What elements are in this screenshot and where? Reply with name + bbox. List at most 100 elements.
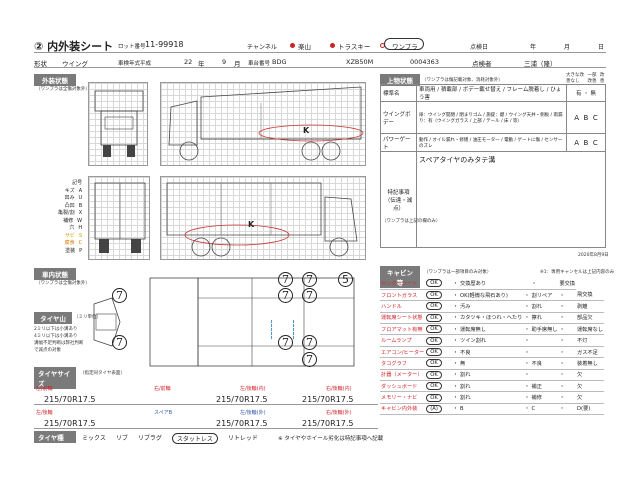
truck-front-view-grid[interactable]: [88, 82, 148, 166]
cabin-option[interactable]: 交換歴あり: [459, 278, 524, 290]
channel-radio-rakuyama[interactable]: [290, 43, 295, 48]
truck-left-side-view-grid[interactable]: [160, 82, 366, 166]
date-stamp: 2020年8月9日: [578, 253, 609, 258]
cabin-option[interactable]: ガス不足: [576, 346, 604, 359]
cabin-item-name: メモリー・ナビ: [380, 391, 426, 404]
row-marks[interactable]: A B C: [566, 101, 606, 134]
tire-type-section-header: タイヤ種: [34, 431, 76, 443]
tire-size-field[interactable]: 215/70R17.5: [292, 416, 378, 429]
cabin-ok-cell[interactable]: OK: [425, 278, 452, 290]
row-marks[interactable]: A B C: [566, 133, 606, 152]
channel-label: チャンネル: [247, 44, 277, 51]
cabin-option[interactable]: 運転席なし: [576, 323, 604, 336]
cabin-option[interactable]: 欠: [576, 391, 604, 404]
cabin-option[interactable]: 補修: [530, 391, 559, 404]
cabin-option[interactable]: 運転席無し: [459, 323, 524, 336]
tire-size-field[interactable]: 215/70R17.5: [206, 392, 292, 405]
row-special-notes: 特記事項（伝達・減点） スペアタイヤのみタテ溝: [380, 151, 606, 248]
model-value: XZB50M: [346, 58, 374, 66]
cabin-option[interactable]: 不良: [459, 346, 524, 359]
cabin-option: ・: [523, 300, 531, 313]
blue-annotation-right: ━━━━━: [290, 320, 296, 341]
tire-type-option[interactable]: リブラグ: [137, 435, 162, 442]
cabin-option[interactable]: 欠: [576, 380, 604, 393]
cabin-option[interactable]: 割れ: [459, 391, 524, 404]
cabin-ok-cell[interactable]: OK: [425, 289, 452, 302]
special-notes-text[interactable]: スペアタイヤのみタテ溝: [416, 151, 606, 248]
cabin-option[interactable]: カタツキ・ほつれ・へたり: [459, 312, 524, 325]
row-power-gate: パワーゲート 動作 / オイル漏れ・修繕 / 油圧モーター / 電動 / ゲート…: [380, 133, 606, 152]
damage-mark-k-lower: K: [248, 220, 255, 229]
tire-depth-rear-left-outer-a: 7: [302, 272, 317, 287]
cabin-option[interactable]: 部品欠: [576, 312, 604, 325]
cabin-option[interactable]: 汚み: [459, 300, 524, 313]
tire-size-field[interactable]: 215/70R17.5: [34, 392, 120, 405]
cabin-option: ・: [530, 278, 559, 290]
cabin-option[interactable]: 飛交換: [576, 289, 604, 302]
body-status-section-header: 上物状態: [380, 74, 420, 86]
tire-depth-note: （ミリ単位）: [74, 315, 101, 320]
cabin-option[interactable]: D(要): [576, 403, 604, 416]
tire-type-option[interactable]: ミックス: [82, 435, 106, 442]
lot-number: 11-99918: [145, 40, 184, 49]
tire-type-option[interactable]: リブ: [115, 435, 128, 442]
cabin-item-name: フロアマット有無: [380, 323, 426, 336]
cabin-option[interactable]: 割れ: [459, 369, 524, 382]
channel-option-rakuyama: 楽山: [298, 43, 311, 51]
tire-size-field[interactable]: 215/70R17.5: [206, 416, 292, 429]
row-marks[interactable]: 有 ・ 無: [566, 84, 606, 102]
cabin-option[interactable]: 助手席無し: [530, 323, 559, 336]
tire-type-option-selected[interactable]: スタットレス: [171, 433, 218, 444]
cabin-option[interactable]: 不灯: [576, 334, 604, 347]
model-label: 車台番号: [248, 61, 271, 67]
interior-note: （ワンプラは全傷対象外）: [36, 281, 90, 286]
cabin-ok-cell[interactable]: OK: [425, 391, 452, 404]
cabin-option[interactable]: B: [459, 403, 524, 416]
tire-label: 右/後輪(外): [326, 410, 352, 416]
truck-right-side-view-grid[interactable]: [160, 176, 366, 260]
tire-size-field[interactable]: [120, 392, 206, 405]
cabin-option[interactable]: OK(軽微な飛石あり): [459, 289, 524, 302]
cabin-option[interactable]: ツイン割れ: [459, 334, 524, 347]
row-label: 特記事項（伝達・減点）: [380, 151, 417, 248]
cabin-option[interactable]: 割れ: [459, 380, 524, 393]
tire-size-field[interactable]: 215/70R17.5: [34, 416, 120, 429]
cabin-ok-cell[interactable]: OK: [425, 323, 452, 336]
tire-label: 右/前輪: [154, 386, 171, 392]
tire-size-field[interactable]: 215/70R17.5: [292, 392, 378, 405]
cabin-option[interactable]: 割れ: [530, 300, 559, 313]
cabin-ok-cell[interactable]: OK: [425, 380, 452, 393]
tire-label: 右/後輪(内): [326, 386, 352, 392]
cabin-option[interactable]: 装着無し: [576, 357, 604, 370]
tire-type-option[interactable]: リトレッド: [227, 435, 258, 442]
cabin-option[interactable]: 擦れ: [530, 312, 559, 325]
cabin-option[interactable]: 補正: [530, 380, 559, 393]
cabin-ok-cell[interactable]: OK: [425, 300, 452, 313]
cabin-ok-cell[interactable]: OK: [425, 334, 452, 347]
cabin-ok-cell[interactable]: (A): [425, 403, 452, 416]
interior-layout-diagram[interactable]: [92, 274, 360, 370]
cabin-option[interactable]: C: [530, 403, 559, 416]
tire-depth-rear-left-outer-b: 7: [302, 288, 317, 303]
cabin-ok-cell[interactable]: OK: [425, 369, 452, 382]
tire-size-field[interactable]: [120, 416, 206, 429]
cabin-ok-mark: OK: [426, 393, 442, 402]
cabin-ok-cell[interactable]: OK: [425, 312, 452, 325]
cabin-option[interactable]: 割リペア: [530, 289, 559, 302]
truck-rear-view-grid[interactable]: [88, 176, 150, 260]
cabin-option[interactable]: 無: [459, 357, 524, 370]
inspector-value: 三浦（隆）: [524, 60, 557, 68]
cabin-ok-cell[interactable]: OK: [425, 357, 452, 370]
cabin-option[interactable]: 不良: [530, 357, 559, 370]
channel-radio-truskey[interactable]: [330, 43, 335, 48]
body-status-table: 標準名 車両用 / 積載部 / ボデー載せ替え / フレーム脱着し / ひょう害…: [380, 84, 606, 248]
cabin-ok-cell[interactable]: OK: [425, 346, 452, 359]
cabin-option: ・: [451, 312, 460, 325]
cabin-option[interactable]: 欠: [576, 369, 604, 382]
cabin-option[interactable]: 剥離: [576, 300, 604, 313]
cabin-option[interactable]: 要交換: [558, 278, 577, 290]
